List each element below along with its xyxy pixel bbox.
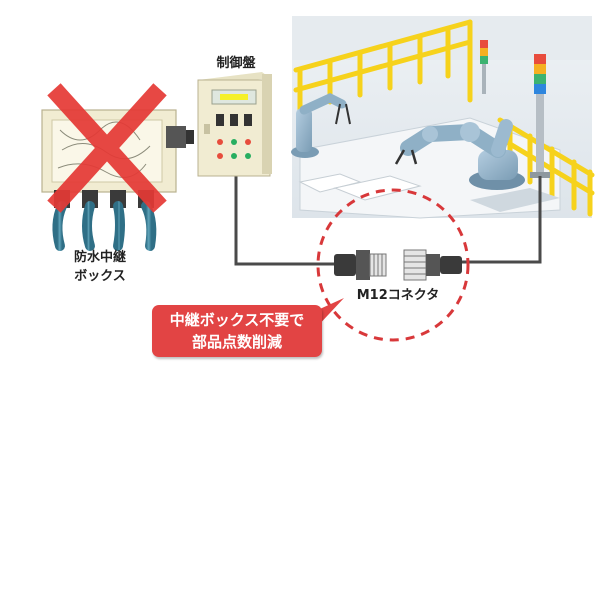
signal-tower-icon — [480, 40, 488, 94]
control-panel-label: 制御盤 — [216, 56, 256, 71]
connector-highlight-circle — [316, 188, 470, 342]
signal-tower-icon — [530, 54, 550, 178]
junction-box-label: 防水中継 ボックス — [40, 248, 160, 286]
connector-label: M12コネクタ — [356, 288, 440, 303]
robot-arm-icon — [394, 119, 525, 190]
cross-mark-icon — [47, 83, 167, 213]
callout-box: 中継ボックス不要で 部品点数削減 — [152, 305, 322, 357]
junction-box-label-line2: ボックス — [74, 269, 126, 284]
callout-line1: 中継ボックス不要で — [169, 311, 305, 329]
m12-female-connector-icon — [403, 249, 462, 281]
robot-arm-icon — [291, 93, 351, 158]
junction-box-label-line1: 防水中継 — [73, 250, 126, 265]
cable-lines — [234, 176, 542, 266]
control-panel-icon — [197, 72, 272, 177]
m12-male-connector-icon — [334, 250, 387, 280]
callout-line2: 部品点数削減 — [191, 333, 282, 351]
factory-scene — [291, 16, 595, 219]
